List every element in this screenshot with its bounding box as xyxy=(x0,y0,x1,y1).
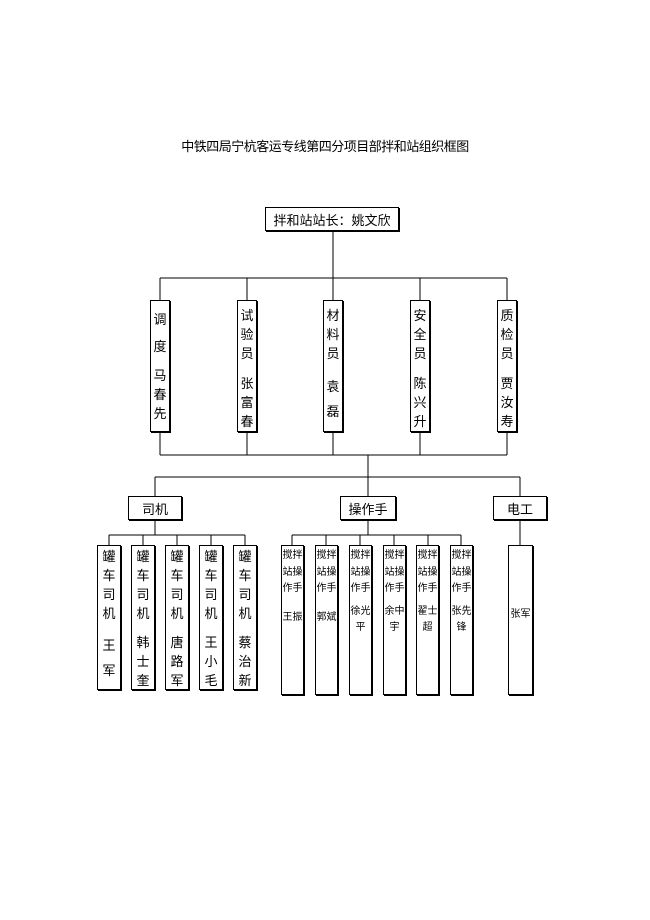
root-station-chief-box: 拌和站站长：姚文欣 xyxy=(265,207,399,231)
tier1-box: 试验员 张富春 xyxy=(237,300,257,432)
driver-role: 罐车司机 xyxy=(170,550,184,622)
operator-role: 搅拌站操作手 xyxy=(316,550,337,594)
driver-box: 罐车司机 唐路军 xyxy=(165,545,189,690)
operator-box: 搅拌站操作手 翟士超 xyxy=(416,545,439,695)
operator-name: 郭斌 xyxy=(316,611,337,623)
driver-role: 罐车司机 xyxy=(238,550,252,622)
operator-name: 翟士超 xyxy=(417,605,438,634)
tier1-name: 陈兴升 xyxy=(413,377,427,430)
group-operators-box: 操作手 xyxy=(340,496,396,520)
tier1-name: 马春先 xyxy=(153,369,167,422)
driver-name: 王小毛 xyxy=(204,636,218,689)
driver-role: 罐车司机 xyxy=(136,550,150,622)
operator-role: 搅拌站操作手 xyxy=(282,550,303,594)
driver-box: 罐车司机 韩士奎 xyxy=(131,545,155,690)
operator-box: 搅拌站操作手 王振 xyxy=(281,545,304,695)
operator-box: 搅拌站操作手 徐光平 xyxy=(349,545,372,695)
operator-name: 徐光平 xyxy=(350,605,371,634)
tier1-box: 安全员 陈兴升 xyxy=(410,300,430,432)
driver-name: 唐路军 xyxy=(170,636,184,689)
electrician-name: 张军 xyxy=(510,609,531,620)
tier1-name: 张富春 xyxy=(240,377,254,430)
tier1-box: 质检员 贾汝寿 xyxy=(497,300,517,432)
operator-role: 搅拌站操作手 xyxy=(451,550,472,594)
page-title: 中铁四局宁杭客运专线第四分项目部拌和站组织框图 xyxy=(181,140,469,155)
group-label: 司机 xyxy=(141,502,168,518)
operator-role: 搅拌站操作手 xyxy=(384,550,405,594)
tier1-box: 调度 马春先 xyxy=(150,300,170,432)
operator-box: 搅拌站操作手 余中宇 xyxy=(383,545,406,695)
operator-box: 搅拌站操作手 张先锋 xyxy=(450,545,473,695)
driver-role: 罐车司机 xyxy=(102,550,116,622)
operator-name: 张先锋 xyxy=(451,605,472,634)
operator-name: 余中宇 xyxy=(384,605,405,634)
root-label: 拌和站站长：姚文欣 xyxy=(273,213,391,229)
tier1-role: 材料员 xyxy=(326,309,340,362)
driver-role: 罐车司机 xyxy=(204,550,218,622)
operator-role: 搅拌站操作手 xyxy=(350,550,371,594)
electrician-box: 张军 xyxy=(508,545,533,695)
operator-role: 搅拌站操作手 xyxy=(417,550,438,594)
driver-name: 王军 xyxy=(102,639,116,679)
tier1-role: 调度 xyxy=(153,313,167,355)
group-label: 电工 xyxy=(506,502,533,518)
tier1-role: 安全员 xyxy=(413,309,427,362)
tier1-name: 袁磊 xyxy=(326,380,340,420)
operator-name: 王振 xyxy=(282,611,303,623)
driver-box: 罐车司机 蔡治新 xyxy=(233,545,257,690)
tier1-role: 质检员 xyxy=(500,309,514,362)
group-drivers-box: 司机 xyxy=(128,496,182,520)
driver-name: 韩士奎 xyxy=(136,636,150,689)
driver-box: 罐车司机 王军 xyxy=(97,545,121,690)
tier1-name: 贾汝寿 xyxy=(500,377,514,430)
tier1-role: 试验员 xyxy=(240,309,254,362)
group-label: 操作手 xyxy=(348,502,388,518)
driver-box: 罐车司机 王小毛 xyxy=(199,545,223,690)
operator-box: 搅拌站操作手 郭斌 xyxy=(315,545,338,695)
group-electrician-box: 电工 xyxy=(493,496,547,520)
tier1-box: 材料员 袁磊 xyxy=(323,300,343,432)
driver-name: 蔡治新 xyxy=(238,636,252,689)
